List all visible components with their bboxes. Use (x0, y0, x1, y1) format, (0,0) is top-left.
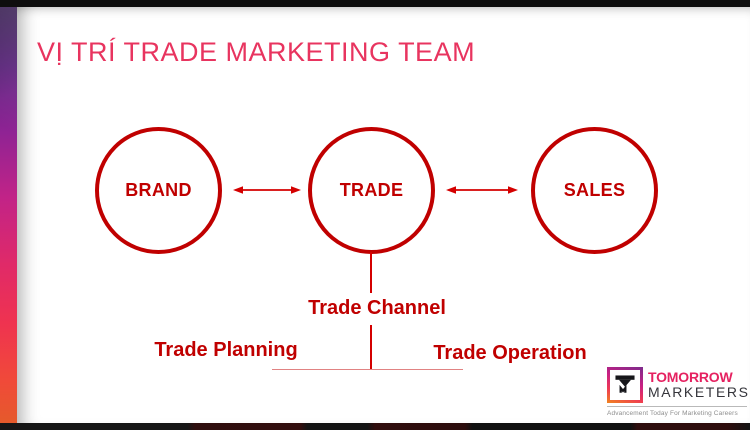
brand-circle-label: BRAND (125, 180, 192, 200)
sales-circle: SALES (531, 127, 658, 254)
trade-circle-label: TRADE (339, 180, 404, 200)
trade-operation-label: Trade Operation (433, 342, 587, 364)
logo-wordmark-marketers: MARKETERS (648, 384, 750, 400)
functions-baseline-rule (272, 369, 463, 371)
tm-funnel-logo-icon (607, 367, 643, 403)
trade-connector-line-upper (370, 252, 372, 293)
tomorrow-marketers-logo: TOMORROW MARKETERS Advancement Today For… (607, 367, 750, 419)
presentation-slide: VỊ TRÍ TRADE MARKETING TEAM BRAND TRADE … (17, 7, 750, 423)
trade-circle: TRADE (308, 127, 435, 254)
trade-planning-label: Trade Planning (154, 339, 298, 361)
player-progress-bar (0, 423, 750, 430)
logo-tagline: Advancement Today For Marketing Careers (607, 409, 738, 417)
logo-divider (607, 406, 747, 407)
slide-accent-strip (0, 7, 17, 423)
slide-title: VỊ TRÍ TRADE MARKETING TEAM (37, 37, 476, 67)
brand-circle: BRAND (95, 127, 222, 254)
window-top-bar (0, 0, 750, 7)
trade-channel-label: Trade Channel (308, 297, 446, 319)
logo-wordmark-tomorrow: TOMORROW (648, 369, 733, 385)
trade-connector-line-lower (370, 325, 372, 369)
brand-trade-arrow-icon (233, 183, 301, 197)
sales-circle-label: SALES (563, 180, 626, 200)
trade-sales-arrow-icon (446, 183, 518, 197)
